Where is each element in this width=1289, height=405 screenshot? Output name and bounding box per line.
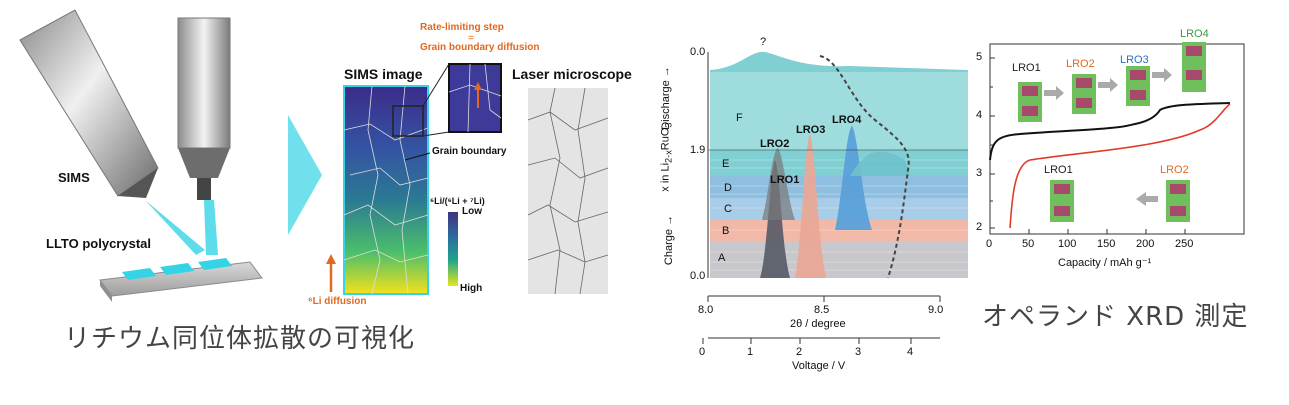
right-y-tick-5: 5 bbox=[976, 51, 983, 63]
y-tick-bottom: 0.0 bbox=[690, 270, 706, 282]
y-axis-label-sub: 2-x bbox=[663, 150, 674, 163]
grain-boundary-label: Grain boundary bbox=[432, 146, 507, 157]
y-axis-label-main: x in Li bbox=[659, 162, 672, 192]
sims-image-title: SIMS image bbox=[344, 66, 423, 82]
right-figure: 5 4 3 2 0 50 100 150 200 250 Capacity / … bbox=[960, 0, 1289, 405]
zoom-inset bbox=[448, 63, 502, 133]
sims-apparatus-illustration bbox=[19, 9, 609, 302]
voltage-axis-label: Voltage / V bbox=[792, 360, 846, 372]
peak-label-lro1: LRO1 bbox=[770, 174, 800, 186]
region-letter-b: B bbox=[722, 225, 730, 237]
theta-tick-8-5: 8.5 bbox=[814, 304, 830, 316]
ion-beam bbox=[145, 200, 205, 255]
region-letter-f: F bbox=[736, 112, 743, 124]
right-x-axis-label: Capacity / mAh g⁻¹ bbox=[1058, 257, 1152, 269]
right-y-tick-4: 4 bbox=[976, 109, 983, 121]
y-tick-mid: 1.9 bbox=[690, 144, 706, 156]
structure-label-lro4-top: LRO4 bbox=[1180, 28, 1209, 40]
structure-lro2-top bbox=[1072, 74, 1096, 114]
probe-nozzle bbox=[177, 17, 231, 200]
arrow-2-3 bbox=[1098, 78, 1118, 92]
theta-axis-label: 2θ / degree bbox=[790, 318, 846, 330]
y-axis-label: x in Li2-xRuO3 bbox=[660, 122, 674, 191]
arrow-bottom bbox=[1136, 192, 1158, 206]
theta-tick-9-0: 9.0 bbox=[928, 304, 944, 316]
top-profile bbox=[710, 51, 968, 72]
flow-arrow bbox=[288, 115, 322, 235]
discharge-curve bbox=[1009, 103, 1231, 229]
right-y-tick-3: 3 bbox=[976, 167, 983, 179]
sims-grain-lines bbox=[343, 85, 429, 295]
region-letter-d: D bbox=[724, 182, 732, 194]
high-label: High bbox=[460, 283, 483, 294]
laser-grain-lines bbox=[527, 87, 609, 295]
voltage-tick-3: 3 bbox=[855, 346, 862, 358]
right-x-tick-100: 100 bbox=[1058, 238, 1077, 250]
right-y-tick-2: 2 bbox=[976, 221, 983, 233]
left-figure: SIMS LLTO polycrystal SIMS image Laser m… bbox=[0, 0, 640, 405]
voltage-tick-4: 4 bbox=[907, 346, 914, 358]
li-diffusion-label: ⁶Li diffusion bbox=[308, 296, 367, 307]
peak-lro4 bbox=[835, 126, 872, 230]
laser-microscope-panel bbox=[528, 88, 608, 294]
laser-microscope-title: Laser microscope bbox=[512, 66, 632, 82]
zoom-box bbox=[392, 105, 424, 137]
right-x-tick-50: 50 bbox=[1022, 238, 1035, 250]
structure-label-lro2-top: LRO2 bbox=[1066, 58, 1095, 70]
sample-plate bbox=[99, 261, 263, 297]
structure-lro1-bottom bbox=[1050, 180, 1074, 222]
peak-label-lro3: LRO3 bbox=[796, 124, 826, 136]
color-bar bbox=[448, 212, 458, 286]
voltage-tick-2: 2 bbox=[796, 346, 803, 358]
equals-sign: = bbox=[468, 33, 474, 44]
rate-limiting-label: Rate-limiting step bbox=[420, 22, 504, 33]
structure-lro3-top bbox=[1126, 66, 1150, 106]
region-letter-c: C bbox=[724, 203, 732, 215]
low-label: Low bbox=[462, 206, 482, 217]
peak-label-lro2: LRO2 bbox=[760, 138, 790, 150]
peak-label-lro4: LRO4 bbox=[832, 114, 862, 126]
sample-stripes bbox=[122, 258, 232, 280]
right-x-tick-250: 250 bbox=[1175, 238, 1194, 250]
structure-lro1-top bbox=[1018, 82, 1042, 122]
middle-figure: ? 0.0 1.9 0.0 x in Li2-xRuO3 Discharge →… bbox=[650, 0, 970, 405]
right-x-tick-0: 0 bbox=[986, 238, 993, 250]
y-axis-label-suffix: RuO bbox=[659, 127, 672, 151]
charge-discharge-plot bbox=[989, 42, 1245, 235]
secondary-beam bbox=[204, 200, 218, 255]
structure-lro4-top bbox=[1182, 42, 1206, 92]
left-caption: リチウム同位体拡散の可視化 bbox=[64, 324, 416, 354]
sims-image-panel bbox=[343, 85, 429, 295]
structure-label-lro3-top: LRO3 bbox=[1120, 54, 1149, 66]
voltage-tick-0: 0 bbox=[699, 346, 706, 358]
right-caption: オペランド XRD 測定 bbox=[982, 302, 1249, 332]
region-letter-e: E bbox=[722, 158, 730, 170]
structure-lro2-bottom bbox=[1166, 180, 1190, 222]
theta-tick-8-0: 8.0 bbox=[698, 304, 714, 316]
structure-label-lro1-bottom: LRO1 bbox=[1044, 164, 1073, 176]
charge-label: Charge → bbox=[663, 214, 676, 266]
y-tick-top: 0.0 bbox=[690, 46, 706, 58]
voltage-tick-1: 1 bbox=[747, 346, 754, 358]
right-x-tick-200: 200 bbox=[1136, 238, 1155, 250]
charge-curve bbox=[989, 102, 1231, 161]
sample-label: LLTO polycrystal bbox=[46, 236, 151, 251]
structure-label-lro1-top: LRO1 bbox=[1012, 62, 1041, 74]
region-letter-a: A bbox=[718, 252, 726, 264]
voltage-curve bbox=[819, 55, 910, 279]
question-mark: ? bbox=[760, 36, 767, 48]
discharge-label: Discharge → bbox=[659, 66, 672, 130]
peak-lro2 bbox=[762, 148, 795, 220]
structure-label-lro2-bottom: LRO2 bbox=[1160, 164, 1189, 176]
peak-lro3 bbox=[795, 134, 826, 278]
arrow-3-4 bbox=[1152, 68, 1172, 82]
sims-label: SIMS bbox=[58, 170, 90, 185]
right-x-tick-150: 150 bbox=[1097, 238, 1116, 250]
arrow-1-2 bbox=[1044, 86, 1064, 100]
grain-boundary-diffusion-label: Grain boundary diffusion bbox=[420, 42, 540, 53]
ratio-label: ⁶Li/(⁶Li + ⁷Li) bbox=[430, 196, 485, 206]
operando-xrd-waterfall bbox=[702, 51, 968, 344]
sims-ion-gun bbox=[19, 9, 159, 198]
